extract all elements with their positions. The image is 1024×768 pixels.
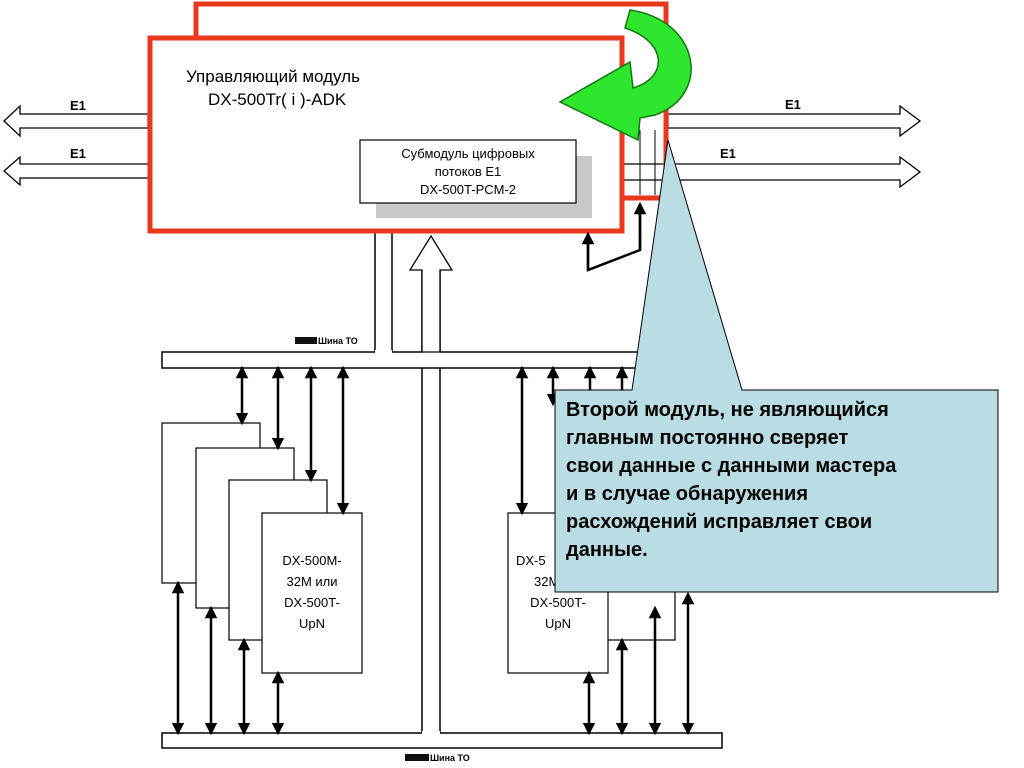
e1-label-right-top: E1: [785, 97, 801, 112]
svg-text:потоков E1: потоков E1: [435, 164, 502, 179]
svg-text:DX-500T-: DX-500T-: [284, 595, 340, 610]
bus-label-mark-top: [295, 337, 317, 344]
svg-text:32M: 32M: [534, 574, 559, 589]
rotate-arrow-icon: [558, 9, 692, 142]
submodule-up-arrow: [408, 234, 454, 353]
svg-text:32M или: 32M или: [286, 574, 337, 589]
svg-text:Второй модуль, не являющийся: Второй модуль, не являющийся: [566, 399, 889, 421]
control-module-title: Управляющий модуль DX-500Tr( i )-ADK: [186, 67, 360, 109]
bottom-bus: Шина ТО: [161, 731, 723, 763]
top-bus-label: Шина ТО: [318, 336, 358, 346]
svg-text:Субмодуль цифровых: Субмодуль цифровых: [401, 146, 535, 161]
e1-arrow-right-bottom: E1: [573, 146, 922, 189]
svg-text:DX-500Tr( i )-ADK: DX-500Tr( i )-ADK: [208, 90, 347, 109]
svg-text:главным постоянно сверяет: главным постоянно сверяет: [566, 427, 848, 449]
callout: Второй модуль, не являющийся главным пос…: [554, 139, 999, 593]
svg-text:DX-500T-PCM-2: DX-500T-PCM-2: [420, 182, 516, 197]
svg-text:DX-5: DX-5: [516, 553, 546, 568]
right-card-label: DX-5 32M DX-500T- UpN: [516, 553, 586, 631]
svg-text:расхождений исправляет свои: расхождений исправляет свои: [566, 511, 872, 533]
bottom-bus-label: Шина ТО: [430, 753, 470, 763]
left-upper-arrows: [235, 365, 350, 516]
submodule-label: Субмодуль цифровых потоков E1 DX-500T-PC…: [401, 146, 535, 197]
svg-text:DX-500M-: DX-500M-: [282, 553, 341, 568]
e1-arrow-right-top: E1: [667, 97, 922, 138]
callout-text: Второй модуль, не являющийся главным пос…: [566, 399, 897, 561]
submodule-box: [359, 139, 577, 204]
svg-text:и в случае обнаружения: и в случае обнаружения: [566, 483, 808, 505]
e1-label-left-top: E1: [70, 98, 86, 113]
svg-text:UpN: UpN: [545, 616, 571, 631]
svg-text:данные.: данные.: [566, 539, 648, 561]
e1-label-right-bottom: E1: [720, 146, 736, 161]
bracket-arrows: [581, 201, 647, 272]
svg-text:Управляющий модуль: Управляющий модуль: [186, 67, 360, 86]
left-card-label: DX-500M- 32M или DX-500T- UpN: [282, 553, 341, 631]
bus-label-mark-bottom: [405, 754, 429, 761]
left-lower-arrows: [171, 580, 285, 736]
svg-text:UpN: UpN: [299, 616, 325, 631]
svg-text:DX-500T-: DX-500T-: [530, 595, 586, 610]
right-lower-arrows: [582, 591, 695, 736]
e1-arrow-left-top: E1: [3, 98, 149, 138]
e1-label-left-bottom: E1: [70, 146, 86, 161]
svg-text:свои данные с данными мастера: свои данные с данными мастера: [566, 455, 897, 477]
left-card-stack: [161, 422, 363, 674]
